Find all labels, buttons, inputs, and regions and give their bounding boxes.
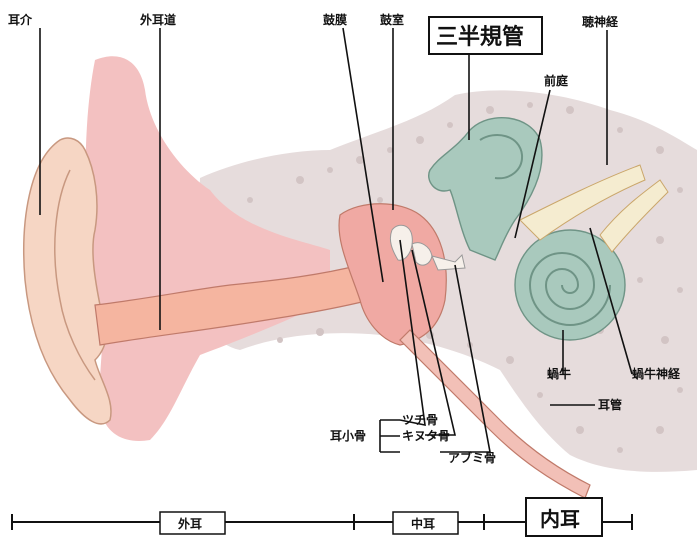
region-scale: 外耳 中耳 内耳: [12, 498, 632, 536]
label-cochlear-nerve: 蝸牛神経: [632, 366, 681, 381]
scale-middle-label: 中耳: [411, 516, 435, 531]
label-vestibule: 前庭: [544, 73, 568, 88]
label-auricle: 耳介: [8, 12, 33, 27]
scale-inner-label: 内耳: [540, 507, 580, 531]
scale-outer-label: 外耳: [178, 516, 202, 531]
skin-region: [86, 56, 330, 441]
label-cochlea: 蝸牛: [547, 366, 571, 381]
label-eustachian-tube: 耳管: [598, 397, 622, 412]
label-semicircular-canals: 三半規管: [436, 24, 524, 50]
label-auditory-nerve: 聴神経: [582, 14, 619, 29]
label-malleus: ツチ骨: [402, 413, 438, 427]
label-ossicles-group: 耳小骨: [330, 428, 366, 443]
label-external-canal: 外耳道: [140, 12, 176, 27]
label-incus: キヌタ骨: [402, 429, 450, 443]
label-stapes: アブミ骨: [448, 450, 496, 465]
label-tympanic-cavity: 鼓室: [380, 12, 404, 27]
label-eardrum: 鼓膜: [323, 12, 347, 27]
